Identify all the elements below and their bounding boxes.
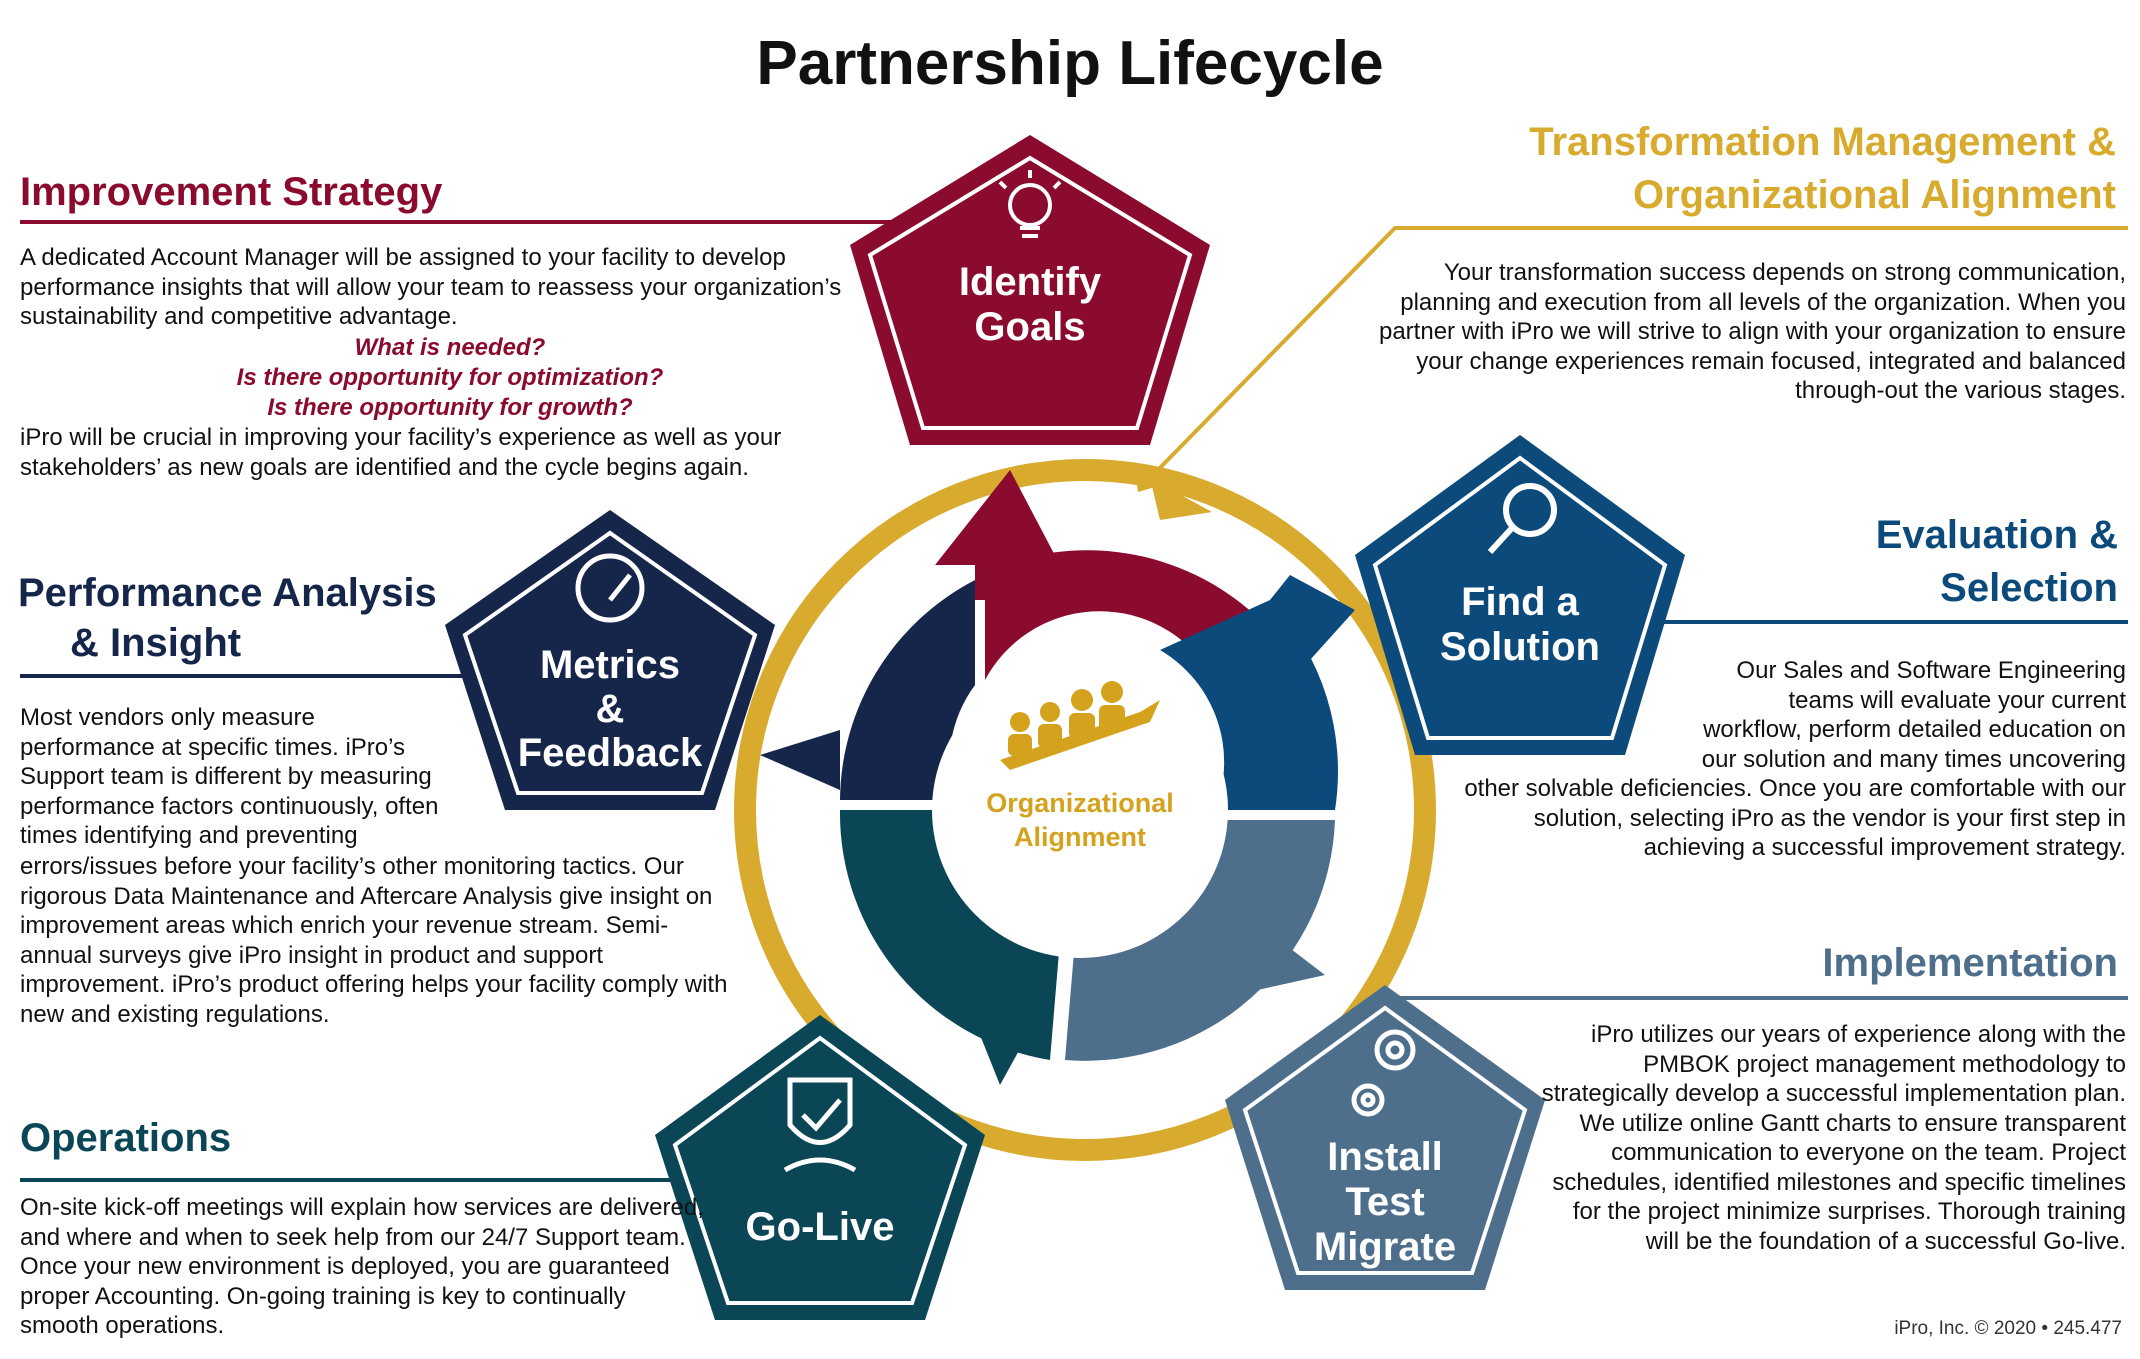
implementation-heading: Implementation [1822,941,2118,985]
performance-heading-line2: & Insight [70,621,242,665]
improvement-question-3: Is there opportunity for growth? [267,394,633,421]
node-identify-goals: Identify Goals [850,135,1210,445]
gears-icon [1351,1029,1416,1117]
node-metrics-line2: & [596,687,625,731]
improvement-question-1: What is needed? [354,334,546,361]
transformation-connector [1148,226,2128,480]
implementation-body: iPro utilizes our years of experience al… [1541,1021,2126,1255]
node-metrics-feedback: Metrics & Feedback [445,510,775,810]
evaluation-body-a: Our Sales and Software Engineering teams… [1701,657,2126,773]
transformation-heading-line1: Transformation Management & [1529,120,2116,164]
segment-navy [840,580,975,800]
shield-check-icon [783,1077,857,1173]
node-install-line2: Test [1345,1180,1424,1224]
transformation-body: Your transformation success depends on s… [1378,259,2126,404]
gold-ring [734,459,1436,1161]
cycle-segments [760,470,1355,1085]
node-install-test-migrate: Install Test Migrate [1225,985,1545,1290]
transformation-heading-line2: Organizational Alignment [1633,173,2116,217]
gauge-icon [575,553,645,623]
arrow-teal [960,985,1055,1085]
center-label-line2: Alignment [1014,822,1146,852]
arrow-steel [1235,910,1325,995]
operations-heading: Operations [20,1116,232,1160]
arrow-navy [760,730,840,790]
node-identify-line1: Identify [959,260,1102,304]
improvement-heading: Improvement Strategy [20,170,443,214]
center-disc [932,662,1228,958]
node-install-line3: Migrate [1314,1225,1456,1269]
team-icon [1000,681,1160,770]
center-label-line1: Organizational [986,788,1174,818]
lightbulb-icon [998,170,1062,238]
improvement-body-2: iPro will be crucial in improving your f… [20,424,782,481]
node-go-live: Go-Live [655,1015,985,1320]
node-metrics-line3: Feedback [518,731,703,775]
performance-body-a: Most vendors only measure performance at… [20,704,439,849]
node-install-line1: Install [1327,1135,1443,1179]
page-title: Partnership Lifecycle [756,29,1384,98]
node-find-line1: Find a [1461,580,1580,624]
footer-copyright: iPro, Inc. © 2020 • 245.477 [1894,1318,2122,1339]
node-golive-line1: Go-Live [746,1205,895,1249]
improvement-body-1: A dedicated Account Manager will be assi… [20,244,842,330]
node-find-line2: Solution [1440,625,1600,669]
segment-blue [1160,600,1338,810]
node-identify-line2: Goals [974,305,1085,349]
performance-body-b: errors/issues before your facility’s oth… [20,853,728,1028]
evaluation-heading-line1: Evaluation & [1875,513,2118,557]
performance-heading-line1: Performance Analysis [18,571,437,615]
evaluation-heading-line2: Selection [1940,566,2118,610]
operations-body: On-site kick-off meetings will explain h… [20,1194,704,1339]
improvement-question-2: Is there opportunity for optimization? [236,364,664,391]
arrow-blue [1270,575,1355,660]
magnifier-icon [1487,483,1557,555]
segment-steel [1065,820,1335,1061]
segment-red [985,550,1255,680]
arrow-red [935,470,1060,600]
node-metrics-line1: Metrics [540,643,680,687]
evaluation-body-b: other solvable deficiencies. Once you ar… [1464,775,2126,861]
node-find-solution: Find a Solution [1355,435,1685,755]
gold-ring-arrowhead [1150,478,1212,520]
